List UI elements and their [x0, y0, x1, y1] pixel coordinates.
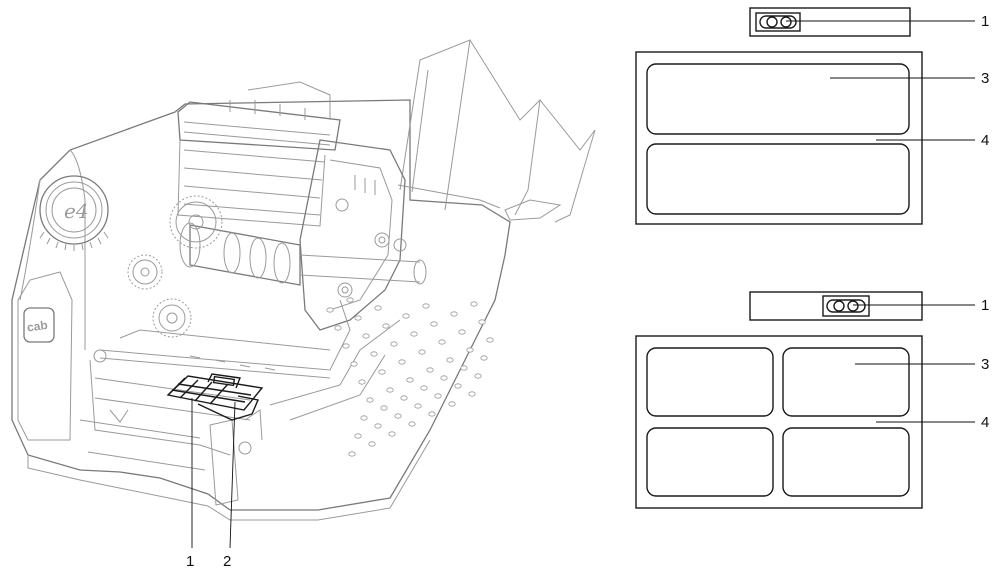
vent-hole — [454, 383, 462, 389]
vent-hole — [366, 397, 374, 403]
vent-hole — [430, 321, 438, 327]
sensor-symbol — [755, 12, 801, 32]
label-sensor — [166, 373, 264, 421]
printer-illustration: e4 cab — [11, 39, 596, 570]
vent-hole — [438, 339, 446, 345]
gears — [127, 195, 223, 338]
paper-path — [79, 299, 401, 506]
vent-hole — [402, 313, 410, 319]
vent-hole — [414, 403, 422, 409]
model-logo: e4 — [64, 199, 89, 223]
vent-hole — [382, 323, 390, 329]
label-bottom-left — [646, 427, 774, 497]
vent-hole — [428, 411, 436, 417]
vent-hole — [326, 307, 334, 313]
vent-hole — [410, 331, 418, 337]
label-top — [646, 63, 910, 135]
label-top-right — [782, 347, 910, 417]
vent-hole — [408, 421, 416, 427]
vent-hole — [374, 423, 382, 429]
vent-hole — [486, 337, 494, 343]
vent-hole — [334, 325, 342, 331]
vent-hole — [342, 343, 350, 349]
vent-hole — [474, 373, 482, 379]
vent-hole — [460, 365, 468, 371]
vent-hole — [478, 319, 486, 325]
vent-hole — [406, 377, 414, 383]
vent-hole — [362, 333, 370, 339]
vent-hole — [378, 369, 386, 375]
vent-hole — [350, 361, 358, 367]
callout-1-single: 1 — [981, 13, 989, 30]
sensor-strip — [749, 291, 923, 321]
vent-hole — [446, 357, 454, 363]
callout-4-double: 4 — [981, 414, 989, 431]
vent-hole — [398, 359, 406, 365]
vent-hole — [394, 413, 402, 419]
vent-hole — [358, 379, 366, 385]
callout-3-double: 3 — [981, 356, 989, 373]
label-liner — [635, 51, 923, 225]
vent-hole — [422, 303, 430, 309]
callout-2-printer: 2 — [223, 553, 231, 570]
vent-hole — [448, 401, 456, 407]
label-bottom — [646, 143, 910, 215]
callout-3-single: 3 — [981, 70, 989, 87]
e4-dial: e4 — [39, 175, 109, 251]
vent-hole — [450, 311, 458, 317]
callout-1-printer: 1 — [186, 553, 194, 570]
vent-hole — [370, 351, 378, 357]
printhead-assembly — [177, 81, 407, 331]
label-top-left — [646, 347, 774, 417]
vent-hole — [380, 405, 388, 411]
vent-hole — [470, 301, 478, 307]
callout-1-double: 1 — [981, 297, 989, 314]
vent-holes — [326, 297, 494, 457]
vent-hole — [440, 375, 448, 381]
vent-hole — [374, 305, 382, 311]
vent-hole — [386, 387, 394, 393]
vent-hole — [426, 367, 434, 373]
sensor-symbol — [822, 295, 870, 317]
label-bottom-right — [782, 427, 910, 497]
front-panel — [17, 271, 73, 441]
callout-4-single: 4 — [981, 132, 989, 149]
cab-logo: cab — [23, 307, 55, 343]
open-lid — [397, 39, 596, 223]
vent-hole — [466, 347, 474, 353]
vent-hole — [418, 349, 426, 355]
callout-leader-2-printer — [229, 401, 236, 549]
vent-hole — [348, 451, 356, 457]
vent-hole — [354, 433, 362, 439]
vent-hole — [420, 385, 428, 391]
brand-logo-text: cab — [26, 318, 48, 335]
ribbon-spindle — [179, 222, 427, 286]
sensor-strip — [749, 7, 911, 37]
vent-hole — [354, 315, 362, 321]
vent-hole — [360, 415, 368, 421]
vent-hole — [390, 341, 398, 347]
label-layout-single-column: 1 3 4 — [635, 7, 989, 225]
vent-hole — [368, 441, 376, 447]
vent-hole — [480, 355, 488, 361]
vent-hole — [458, 329, 466, 335]
vent-hole — [434, 393, 442, 399]
vent-hole — [468, 391, 476, 397]
vent-hole — [388, 431, 396, 437]
vent-hole — [346, 297, 354, 303]
printer-housing — [11, 99, 511, 511]
vent-hole — [400, 395, 408, 401]
label-layout-two-column: 1 3 4 — [635, 291, 989, 509]
